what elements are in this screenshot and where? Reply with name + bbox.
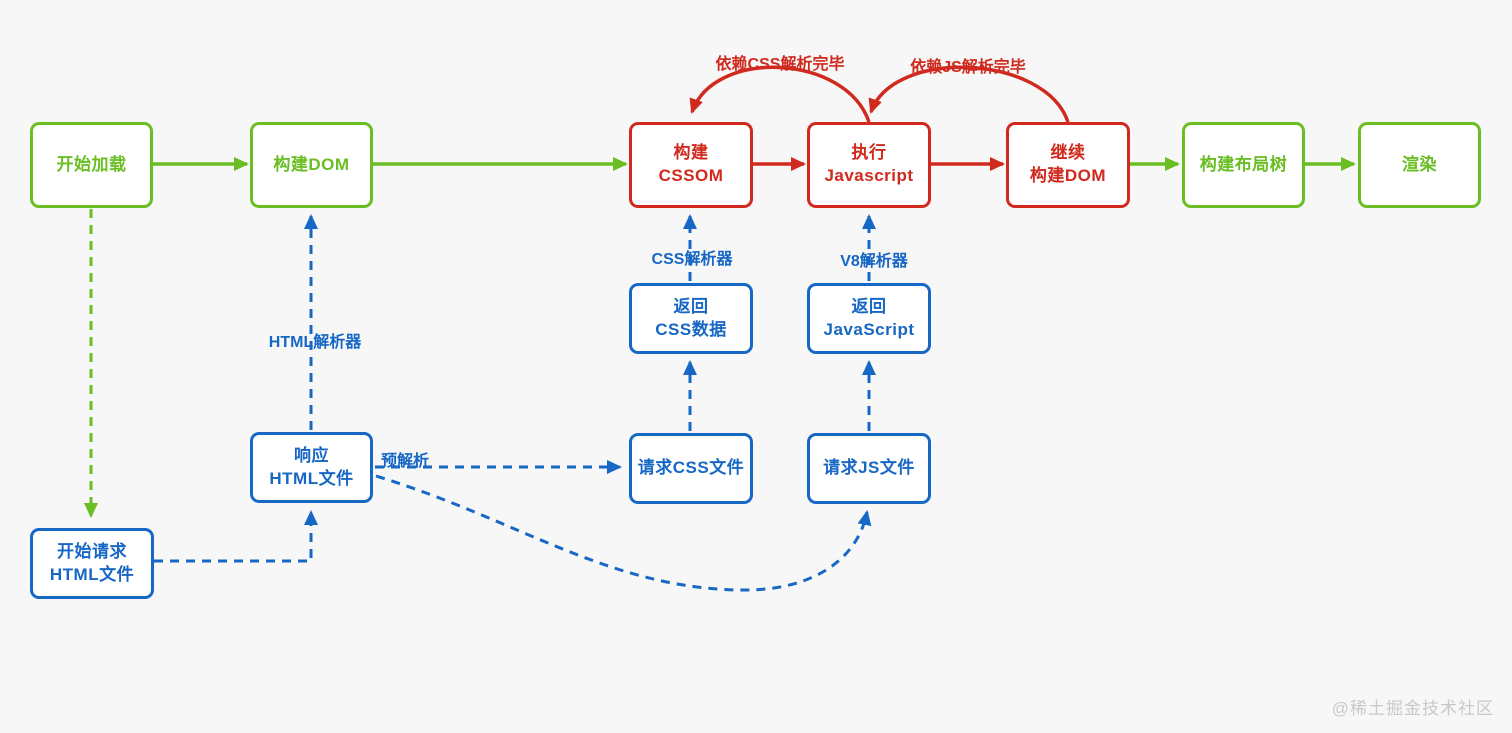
node-start-load: 开始加载: [30, 122, 153, 208]
node-label: CSSOM: [658, 166, 724, 185]
node-request-js-file: 请求JS文件: [807, 433, 931, 504]
node-return-javascript: 返回 JavaScript: [807, 283, 931, 354]
node-label: 请求JS文件: [823, 458, 915, 478]
node-label: 渲染: [1402, 154, 1437, 174]
node-build-cssom: 构建 CSSOM: [629, 122, 753, 208]
node-label: 开始请求: [57, 541, 127, 561]
node-build-layout-tree: 构建布局树: [1182, 122, 1305, 208]
dashed-respondhtml-to-requestjs: [375, 474, 872, 592]
node-exec-javascript: 执行 Javascript: [807, 122, 931, 208]
node-label: 继续: [1050, 143, 1086, 163]
node-label: Javascript: [824, 166, 914, 185]
node-start-request-html: 开始请求 HTML文件: [30, 528, 154, 599]
label-v8-parser: V8解析器: [840, 253, 908, 270]
node-render: 渲染: [1358, 122, 1481, 208]
label-pre-parse: 预解析: [381, 453, 430, 470]
label-depend-js-done: 依赖JS解析完毕: [910, 59, 1026, 76]
node-label: 执行: [851, 143, 887, 163]
node-label: 响应: [294, 445, 329, 465]
arc-execjs-depends-cssom: [689, 65, 871, 123]
node-label: 构建布局树: [1199, 154, 1288, 174]
node-label: 构建: [673, 143, 709, 163]
node-label: 返回: [673, 296, 709, 316]
label-html-parser: HTML解析器: [268, 334, 362, 351]
node-label: 返回: [851, 296, 887, 316]
node-label: HTML文件: [269, 468, 354, 488]
node-label: CSS数据: [655, 319, 727, 339]
node-build-dom: 构建DOM: [250, 122, 373, 208]
node-label: 构建DOM: [273, 154, 350, 174]
watermark: @稀土掘金技术社区: [1331, 699, 1494, 718]
node-label: JavaScript: [823, 319, 915, 339]
node-label: HTML文件: [49, 564, 135, 584]
label-css-parser: CSS解析器: [651, 251, 733, 268]
node-return-css-data: 返回 CSS数据: [629, 283, 753, 354]
node-label: 构建DOM: [1029, 166, 1107, 185]
dashed-startrequest-to-respondhtml: [154, 510, 318, 563]
node-label: 请求CSS文件: [637, 458, 745, 478]
node-label: 开始加载: [56, 154, 127, 174]
node-respond-html-file: 响应 HTML文件: [250, 432, 373, 503]
node-continue-build-dom: 继续 构建DOM: [1006, 122, 1130, 208]
label-depend-css-done: 依赖CSS解析完毕: [715, 56, 845, 73]
node-request-css-file: 请求CSS文件: [629, 433, 753, 504]
